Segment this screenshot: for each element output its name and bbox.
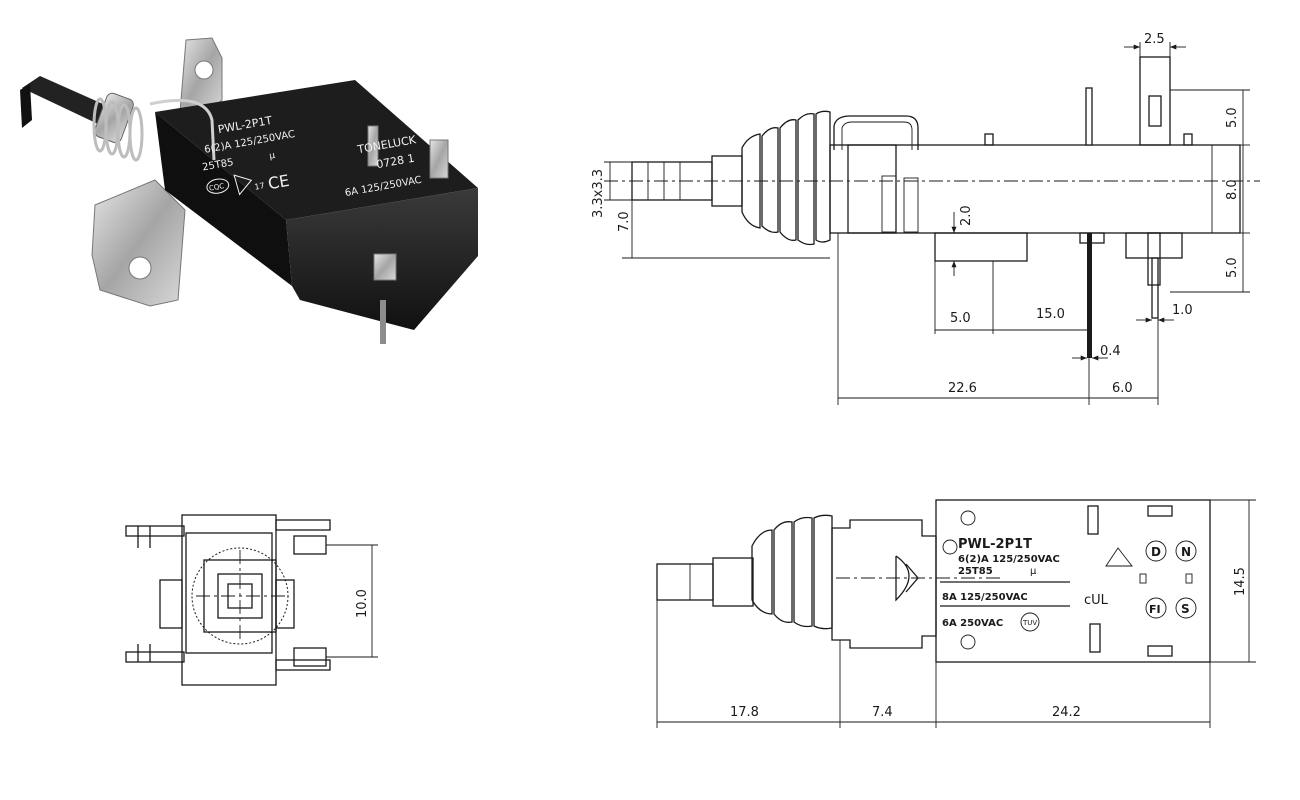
side-dimensions: 2.5 5.0 8.0 5.0 3.3x3.3 7.0 2.0 <box>591 32 1250 405</box>
end-view-drawing: 10.0 <box>125 514 378 686</box>
top-view-drawing: PWL-2P1T 6(2)A 125/250VAC 25T85 μ 8A 125… <box>656 499 1256 728</box>
dim-7-0: 7.0 <box>617 211 632 232</box>
side-view-drawing: 2.5 5.0 8.0 5.0 3.3x3.3 7.0 2.0 <box>591 32 1260 405</box>
dim-6-0: 6.0 <box>1112 381 1133 396</box>
top-rating-2: 25T85 <box>958 566 993 577</box>
photo-spring <box>92 97 144 162</box>
dim-22-6: 22.6 <box>948 381 977 396</box>
top-label: PWL-2P1T 6(2)A 125/250VAC 25T85 μ 8A 125… <box>940 537 1197 632</box>
end-plunger-ring <box>191 547 289 645</box>
photo-plunger <box>22 76 112 124</box>
side-bottom-pin <box>1087 233 1092 358</box>
photo-cert-17: 17 <box>254 181 266 192</box>
dim-5-0-horizontal: 5.0 <box>950 311 971 326</box>
photo-switch-body <box>155 80 478 220</box>
dim-14-5: 14.5 <box>1233 567 1248 596</box>
top-ul-mark: cUL <box>1084 593 1109 608</box>
dim-15-0: 15.0 <box>1036 307 1065 322</box>
top-body <box>935 499 1211 663</box>
dim-1-0: 1.0 <box>1172 303 1193 318</box>
top-s-symbol: S <box>1181 602 1190 616</box>
dim-17-8: 17.8 <box>730 705 759 720</box>
top-dimensions: 17.8 7.4 24.2 14.5 <box>656 499 1256 728</box>
dim-7-4: 7.4 <box>872 705 893 720</box>
dim-0-4: 0.4 <box>1100 344 1121 359</box>
dim-5-0-bottom: 5.0 <box>1225 257 1240 278</box>
top-fi-symbol: FI <box>1149 603 1161 616</box>
dim-2-5: 2.5 <box>1144 32 1165 47</box>
side-top-terminal <box>1139 56 1171 146</box>
top-tuv-mark: TUV <box>1022 619 1037 627</box>
photo-mu: μ <box>269 151 277 162</box>
top-n-symbol: N <box>1181 545 1191 559</box>
top-plunger <box>656 563 714 601</box>
dim-3-3x3-3: 3.3x3.3 <box>591 169 606 218</box>
end-terminal <box>125 525 185 537</box>
top-mu: μ <box>1030 566 1037 577</box>
side-spring <box>741 110 831 246</box>
photo-cqc-mark: CQC <box>208 182 225 193</box>
top-model-text: PWL-2P1T <box>958 537 1032 552</box>
photo-terminal <box>367 125 379 167</box>
photo-bracket-front <box>91 179 186 307</box>
side-body <box>829 144 1241 234</box>
top-rating-1: 6(2)A 125/250VAC <box>958 554 1060 565</box>
photo-rating-2: 25T85 <box>201 157 234 173</box>
dim-24-2: 24.2 <box>1052 705 1081 720</box>
top-rating-4: 6A 250VAC <box>942 618 1003 629</box>
dim-10-0: 10.0 <box>355 589 370 618</box>
top-spring <box>751 514 833 630</box>
dim-8-0: 8.0 <box>1225 179 1240 200</box>
dim-2-0: 2.0 <box>959 205 974 226</box>
top-rating-3: 8A 125/250VAC <box>942 592 1028 603</box>
dim-5-0-top: 5.0 <box>1225 107 1240 128</box>
switch-photo: PWL-2P1T 6(2)A 125/250VAC 25T85 μ CQC 17… <box>20 37 478 344</box>
top-d-symbol: D <box>1151 545 1161 559</box>
photo-ce-mark: CE <box>267 171 291 193</box>
